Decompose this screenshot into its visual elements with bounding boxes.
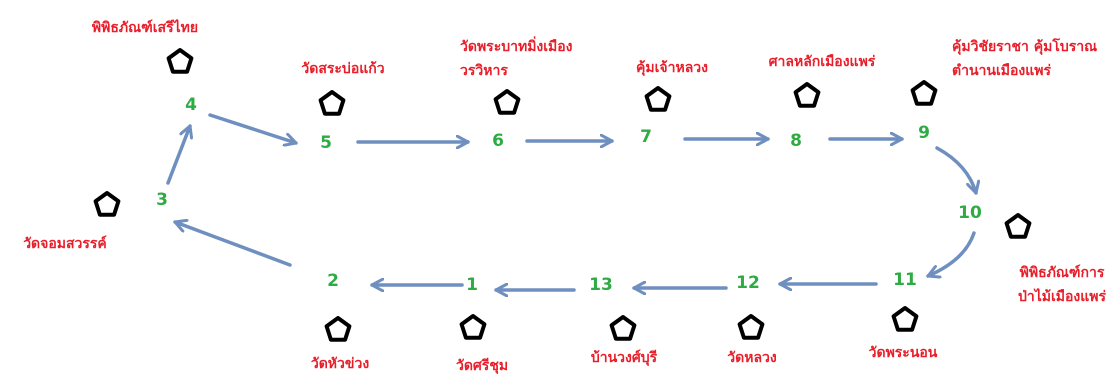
pentagon-icon bbox=[318, 90, 346, 116]
stop-number: 8 bbox=[790, 131, 802, 151]
stop-5: 5 วัดสระบ่อแก้ว bbox=[301, 61, 384, 153]
stop-number: 12 bbox=[736, 273, 760, 293]
stop-3: 3 วัดจอมสวรรค์ bbox=[23, 190, 168, 252]
stop-label: วัดสระบ่อแก้ว bbox=[301, 61, 384, 77]
arrow-2-to-3 bbox=[173, 222, 292, 267]
stop-13: 13 บ้านวงศ์บุรี bbox=[589, 275, 657, 366]
pentagon-icon bbox=[166, 48, 194, 74]
stop-number: 7 bbox=[640, 127, 652, 147]
pentagon-icon bbox=[1004, 213, 1032, 239]
stop-number: 3 bbox=[156, 190, 168, 210]
pentagon-icon bbox=[93, 191, 121, 217]
stop-label: ป่าไม้เมืองแพร่ bbox=[1018, 287, 1107, 305]
pentagon-icon bbox=[891, 306, 919, 332]
pentagon-icon bbox=[324, 316, 352, 342]
stop-1: 1 วัดศรีชุม bbox=[456, 275, 508, 374]
stop-2: 2 วัดหัวข่วง bbox=[311, 271, 369, 372]
stop-number: 10 bbox=[958, 203, 982, 223]
stop-number: 1 bbox=[466, 275, 478, 295]
stop-label: วัดหลวง bbox=[727, 350, 777, 366]
arrow-9-to-10 bbox=[935, 146, 976, 195]
pentagon-icon bbox=[493, 89, 521, 115]
stop-label: คุ้มเจ้าหลวง bbox=[636, 60, 708, 76]
arrow-4-to-5 bbox=[208, 113, 298, 143]
stop-label: วัดจอมสวรรค์ bbox=[23, 235, 107, 252]
stop-number: 13 bbox=[589, 275, 613, 295]
stop-4: 4 พิพิธภัณฑ์เสรีไทย bbox=[92, 18, 198, 115]
stop-label: พิพิธภัณฑ์การ bbox=[1020, 264, 1105, 281]
stop-number: 4 bbox=[185, 95, 197, 115]
stop-label: ศาลหลักเมืองแพร่ bbox=[769, 54, 876, 70]
pentagon-icon bbox=[737, 314, 765, 340]
stop-11: 11 วัดพระนอน bbox=[869, 270, 938, 361]
stop-label: วรวิหาร bbox=[460, 63, 508, 79]
pentagon-icon bbox=[793, 82, 821, 108]
stop-number: 2 bbox=[327, 271, 339, 291]
stop-label: วัดหัวข่วง bbox=[311, 356, 369, 372]
stop-label: วัดศรีชุม bbox=[456, 358, 508, 374]
stop-label: วัดพระนอน bbox=[869, 345, 938, 361]
stop-7: 7 คุ้มเจ้าหลวง bbox=[636, 60, 708, 147]
pentagon-icon bbox=[459, 314, 487, 340]
stop-8: 8 ศาลหลักเมืองแพร่ bbox=[769, 54, 876, 151]
stop-number: 11 bbox=[893, 270, 917, 290]
arrow-10-to-11 bbox=[926, 231, 976, 276]
arrow-3-to-4 bbox=[166, 124, 190, 185]
stop-number: 9 bbox=[918, 123, 930, 143]
stop-label: บ้านวงศ์บุรี bbox=[591, 349, 658, 366]
stop-number: 5 bbox=[320, 133, 332, 153]
stop-label: ตำนานเมืองแพร่ bbox=[952, 63, 1051, 79]
pentagon-icon bbox=[644, 86, 672, 112]
route-stops: 1 วัดศรีชุม 2 วัดหัวข่วง 3 วัดจอมสวรรค์ 4 พิพิธ… bbox=[23, 18, 1106, 374]
stop-number: 6 bbox=[492, 131, 504, 151]
stop-label: พิพิธภัณฑ์เสรีไทย bbox=[92, 18, 198, 36]
route-arrows bbox=[166, 113, 976, 290]
stop-label: คุ้มวิชัยราชา คุ้มโบราณ bbox=[952, 37, 1097, 55]
stop-label: วัดพระบาทมิ่งเมือง bbox=[460, 36, 573, 55]
stop-12: 12 วัดหลวง bbox=[727, 273, 777, 366]
pentagon-icon bbox=[609, 315, 637, 341]
pentagon-icon bbox=[910, 80, 938, 106]
